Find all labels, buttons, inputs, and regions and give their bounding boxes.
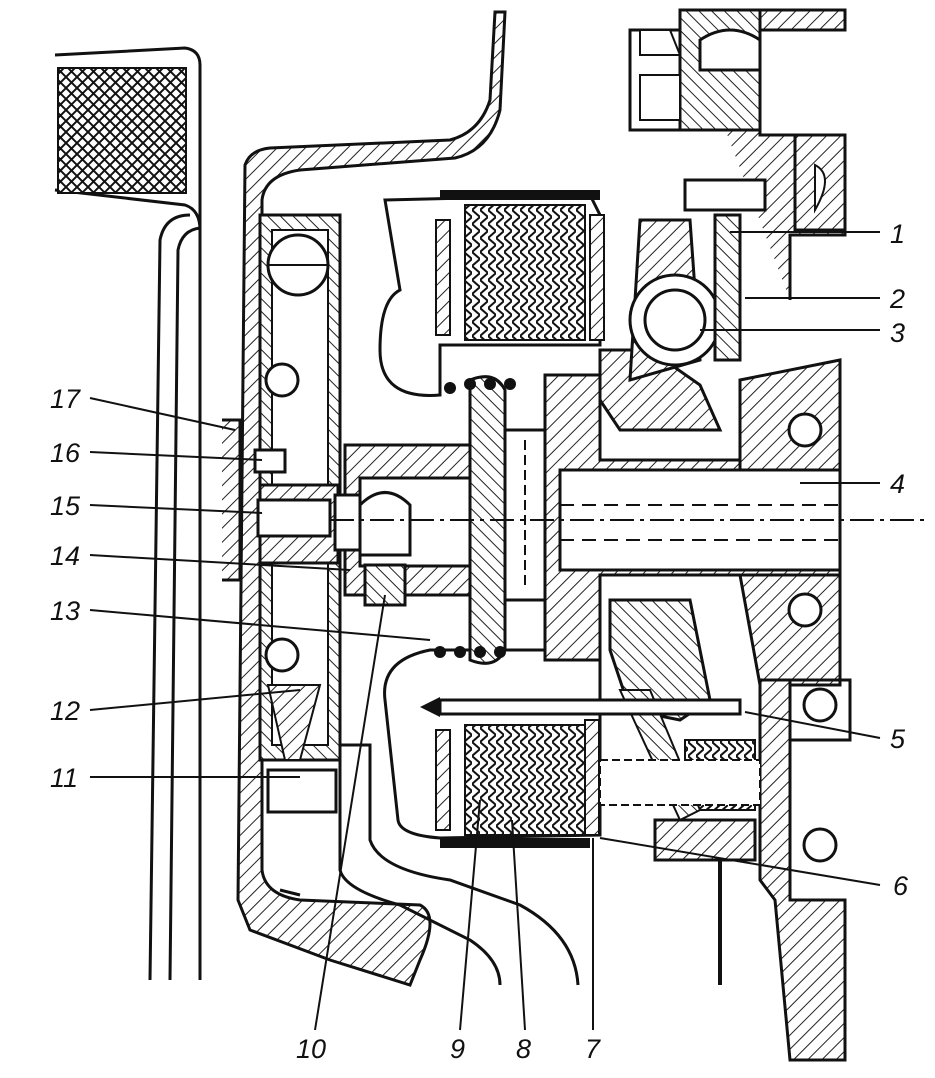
output-shaft — [330, 373, 930, 662]
label-6: 6 — [893, 871, 909, 901]
input-hub — [333, 443, 482, 607]
label-3: 3 — [890, 318, 905, 348]
label-2: 2 — [889, 284, 905, 314]
label-12: 12 — [50, 696, 80, 726]
label-7: 7 — [585, 1034, 601, 1064]
gearbox-housing — [628, 8, 852, 1062]
label-9: 9 — [450, 1034, 465, 1064]
clutch-housing — [236, 10, 580, 987]
leader-lines — [89, 231, 881, 1031]
lower-disc-pack — [435, 719, 600, 848]
part-labels: 1 2 3 4 5 6 7 8 9 10 11 12 13 14 15 16 1… — [50, 219, 909, 1064]
fan-grille — [54, 46, 202, 981]
fan-hub — [222, 213, 342, 814]
label-11: 11 — [50, 763, 78, 793]
upper-disc-pack — [435, 190, 605, 341]
label-10: 10 — [296, 1034, 326, 1064]
label-13: 13 — [50, 596, 80, 626]
label-16: 16 — [50, 438, 81, 468]
label-1: 1 — [890, 219, 905, 249]
label-14: 14 — [50, 541, 80, 571]
release-rod — [420, 697, 761, 806]
diaphragm-spring — [434, 375, 547, 665]
label-8: 8 — [516, 1034, 531, 1064]
label-5: 5 — [890, 724, 906, 754]
label-17: 17 — [50, 384, 81, 414]
label-15: 15 — [50, 491, 81, 521]
label-4: 4 — [890, 469, 905, 499]
